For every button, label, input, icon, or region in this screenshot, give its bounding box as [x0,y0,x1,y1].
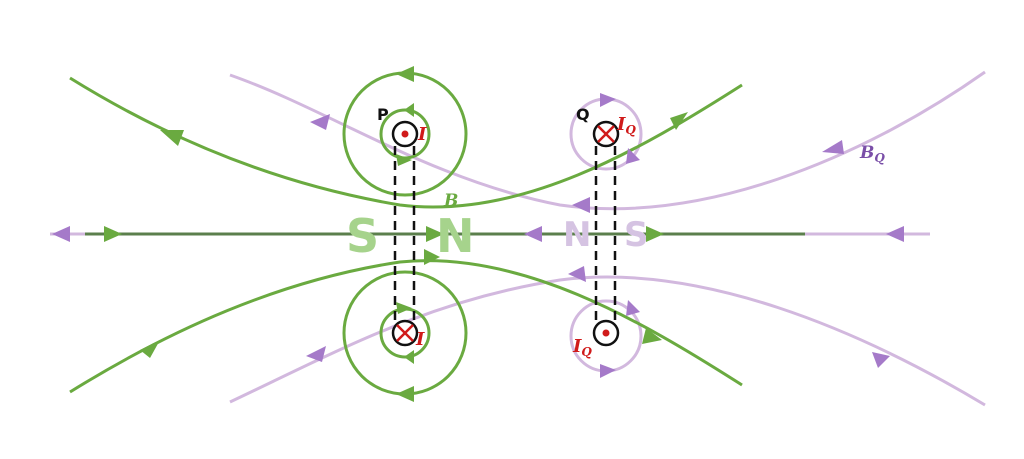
p-arrow-lower-left [140,340,160,358]
coil-q-arrows [52,93,904,378]
p-arrow-top-outer [396,66,414,82]
current-label-p-bottom: I [415,329,425,350]
current-label-q-top: IQ [616,114,636,137]
q-arrow-center-upper [572,197,590,213]
p-arrow-bottom-inner [404,350,414,364]
pole-label-q-left: N [563,215,591,255]
p-arrow-axis-right [646,226,664,242]
p-arrow-top-inner [404,103,414,117]
field-label-bq: BQ [859,143,885,165]
pole-label-p-right: N [436,209,475,263]
coil-p-bottom-current-cross [391,319,419,347]
q-arrow-lower-left [306,346,326,362]
p-arrow-bottom-inner-side [396,302,412,314]
p-arrow-bottom-outer [396,386,414,402]
q-arrow-upper-right [822,140,844,154]
q-arrow-bottom-loop [600,364,616,378]
coil-q-bottom-current-dot [592,319,620,347]
coil-q-label: Q [576,105,590,124]
p-arrow-center-upper [424,249,440,265]
q-arrow-top-loop-right [626,148,640,164]
p-arrow-upper-right [670,112,688,130]
q-arrow-axis-right [886,226,904,242]
q-arrow-top-loop [600,93,616,107]
pole-label-p-left: S [346,209,379,263]
q-arrow-lower-right [872,352,890,368]
q-arrow-bottom-loop-right [626,300,640,316]
p-arrow-axis-left [104,226,122,242]
p-field-line-lower [69,259,743,394]
p-arrow-lower-right [642,328,662,344]
q-arrow-axis-left [52,226,70,242]
coil-q-top-current-cross [592,120,620,148]
current-markers [391,120,620,347]
field-label-b: B [443,191,458,211]
q-arrow-axis-mid [524,226,542,242]
q-arrow-center-lower [568,266,586,282]
pole-label-q-right: S [624,215,649,255]
coil-p-top-current-dot [391,120,419,148]
p-arrow-top-inner-side [396,154,412,166]
p-arrow-axis-mid [426,226,444,242]
coil-p-arrows [104,66,688,402]
current-label-q-bottom: IQ [572,336,592,359]
q-arrow-upper-left [310,114,330,130]
p-arrow-upper-left [160,130,184,146]
q-field-line-lower [229,275,986,407]
coil-p-label: P [377,105,389,124]
coil-q-field-lines [50,70,986,407]
current-label-p-top: I [417,124,427,145]
q-field-line-upper [229,70,986,211]
